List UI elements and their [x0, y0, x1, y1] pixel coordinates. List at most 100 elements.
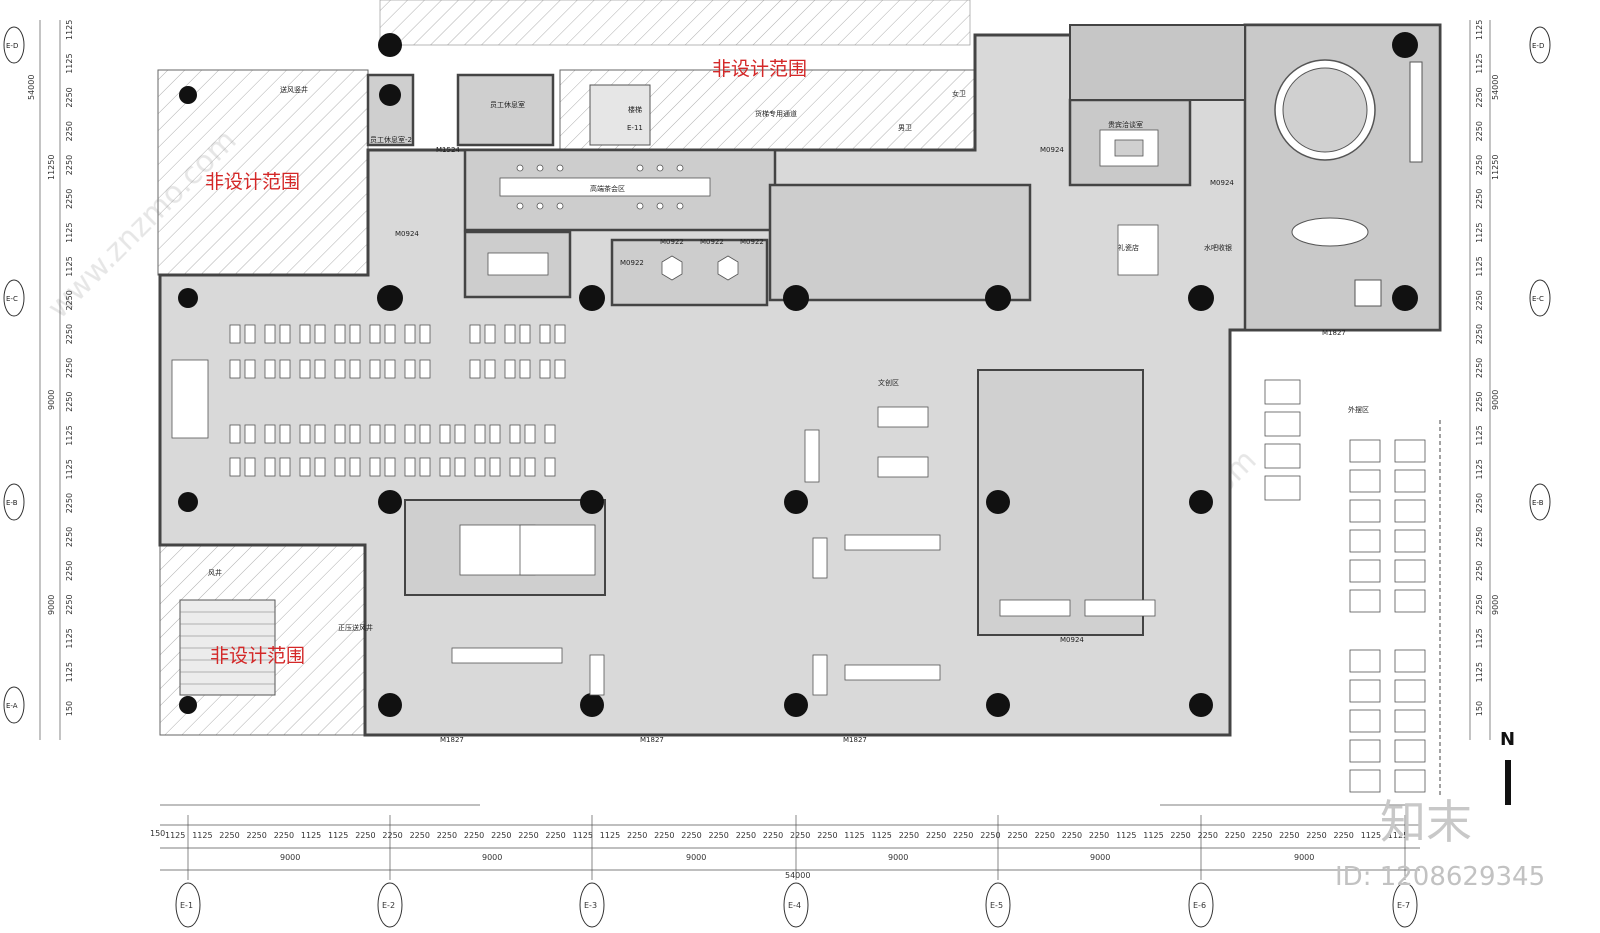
outdoor-tables	[1264, 379, 1426, 793]
side-segment-dimension: 2250	[65, 594, 74, 614]
side-segment-dimension: 2250	[1475, 594, 1484, 614]
staff-rest-label: 员工休息室	[490, 100, 525, 109]
column-axis-label: E-6	[1193, 901, 1206, 910]
side-segment-dimension: 1125	[1475, 425, 1484, 445]
door-tag: M0924	[1040, 146, 1064, 154]
dimension-first: 150	[150, 829, 165, 838]
side-segment-dimension: 1125	[65, 628, 74, 648]
staff-rest-room	[456, 73, 555, 147]
side-segment-dimension: 1125	[1475, 662, 1484, 682]
private-room-hex	[610, 238, 769, 307]
segment-dimension: 2250	[382, 831, 402, 840]
side-segment-dimension: 2250	[65, 189, 74, 209]
room-labels: 非设计范围 非设计范围 非设计范围 员工休息室 员工休息室-2 高端茶会区 贵宾…	[205, 58, 1369, 667]
column-axis-label: E-1	[180, 901, 193, 910]
column	[986, 490, 1010, 514]
segment-dimension: 2250	[1007, 831, 1027, 840]
intake-shaft-label: 送风竖井	[280, 85, 308, 94]
column	[178, 288, 198, 308]
segment-dimension: 1125	[301, 831, 321, 840]
side-segment-dimension: 1125	[1475, 20, 1484, 40]
column	[580, 490, 604, 514]
image-id: ID: 1208629345	[1335, 862, 1545, 892]
side-segment-dimension: 1125	[65, 20, 74, 40]
side-segment-dimension: 2250	[65, 561, 74, 581]
column-axis-label: E-3	[584, 901, 597, 910]
side-bay: 9000	[1491, 390, 1500, 410]
high-tea-label: 高端茶会区	[590, 184, 625, 193]
pressure-shaft-label: 正压送风井	[338, 623, 373, 632]
bottom-dimensions: 150 9000 9000 9000 9000 9000 9000 54000	[150, 829, 1314, 880]
side-segment-dimension: 2250	[1475, 121, 1484, 141]
side-segment-dimension: 2250	[65, 290, 74, 310]
side-segment-dimension: 2250	[65, 155, 74, 175]
axis-lines	[39, 20, 1491, 880]
segment-dimension: 2250	[545, 831, 565, 840]
side-segment-dimension: 2250	[1475, 290, 1484, 310]
row-axis-label: E-D	[1532, 42, 1544, 50]
segment-dimension: 2250	[654, 831, 674, 840]
stair-label: 楼梯	[628, 105, 642, 114]
row-axis-label: E-B	[6, 499, 18, 507]
row-axis-label: E-C	[6, 295, 18, 303]
side-segment-dimension: 2250	[1475, 155, 1484, 175]
bay-span: 9000	[1294, 853, 1314, 862]
segment-dimension: 2250	[709, 831, 729, 840]
column	[378, 490, 402, 514]
freight-passage-label: 货梯专用通道	[755, 109, 797, 118]
segment-dimension: 1125	[1361, 831, 1381, 840]
column	[1188, 285, 1214, 311]
segment-dimension: 2250	[355, 831, 375, 840]
door-tags: M0924 M1524 M0922 M1827 M1827 M1827 M182…	[395, 146, 1346, 744]
door-tag: M1524	[436, 146, 460, 154]
door-tag: M0924	[1210, 179, 1234, 187]
side-segment-dimension: 2250	[65, 87, 74, 107]
door-tag: M0922	[740, 238, 764, 246]
segment-dimension: 2250	[219, 831, 239, 840]
door-tag: M1827	[1322, 329, 1346, 337]
segment-dimension: 1125	[1116, 831, 1136, 840]
side-segment-dimension: 2250	[1475, 189, 1484, 209]
column	[1189, 490, 1213, 514]
segment-dimension: 1125	[872, 831, 892, 840]
segment-dimension: 2250	[1198, 831, 1218, 840]
segment-dimension: 2250	[437, 831, 457, 840]
vip-lounge-label: 贵宾洽谈室	[1108, 120, 1143, 129]
door-tag: M0922	[660, 238, 684, 246]
side-bay: 9000	[47, 595, 56, 615]
door-tag: M0922	[620, 259, 644, 267]
segment-dimension: 1125	[328, 831, 348, 840]
water-bar-label: 水吧收银	[1204, 243, 1232, 252]
column	[783, 285, 809, 311]
side-segment-dimension: 1125	[65, 53, 74, 73]
column	[378, 693, 402, 717]
column	[986, 693, 1010, 717]
side-segment-dimension: 2250	[1475, 87, 1484, 107]
cultural-area-label: 文创区	[878, 378, 899, 387]
side-bay: 9000	[1491, 595, 1500, 615]
side-segment-dimension: 2250	[65, 392, 74, 412]
side-segment-dimension: 1125	[65, 425, 74, 445]
brand-watermark: 知末 ID: 1208629345	[1335, 795, 1545, 892]
side-segment-dimension: 1125	[1475, 53, 1484, 73]
segment-dimension: 1125	[1388, 831, 1408, 840]
structural-columns	[178, 32, 1418, 717]
segment-dimension: 2250	[1089, 831, 1109, 840]
side-segment-dimension: 2250	[1475, 561, 1484, 581]
stair-code-label: E-11	[627, 124, 643, 132]
tea-tables	[487, 164, 739, 281]
bay-span: 9000	[686, 853, 706, 862]
side-bay: 11250	[1491, 155, 1500, 180]
column-axis-label: E-5	[990, 901, 1003, 910]
row-axis-bubbles: E-D E-C E-B E-A E-D E-C E-B 54000 11250 …	[3, 26, 1551, 724]
north-arrow: N	[1500, 729, 1515, 805]
column	[178, 492, 198, 512]
side-segment-dimension: 1125	[65, 662, 74, 682]
column	[1392, 285, 1418, 311]
segment-dimension: 2250	[899, 831, 919, 840]
row-axis-label: E-C	[1532, 295, 1544, 303]
bay-span: 9000	[482, 853, 502, 862]
stair-southwest	[179, 599, 276, 696]
side-segment-dimension: 1125	[1475, 628, 1484, 648]
side-segment-dimension: 1125	[1475, 459, 1484, 479]
